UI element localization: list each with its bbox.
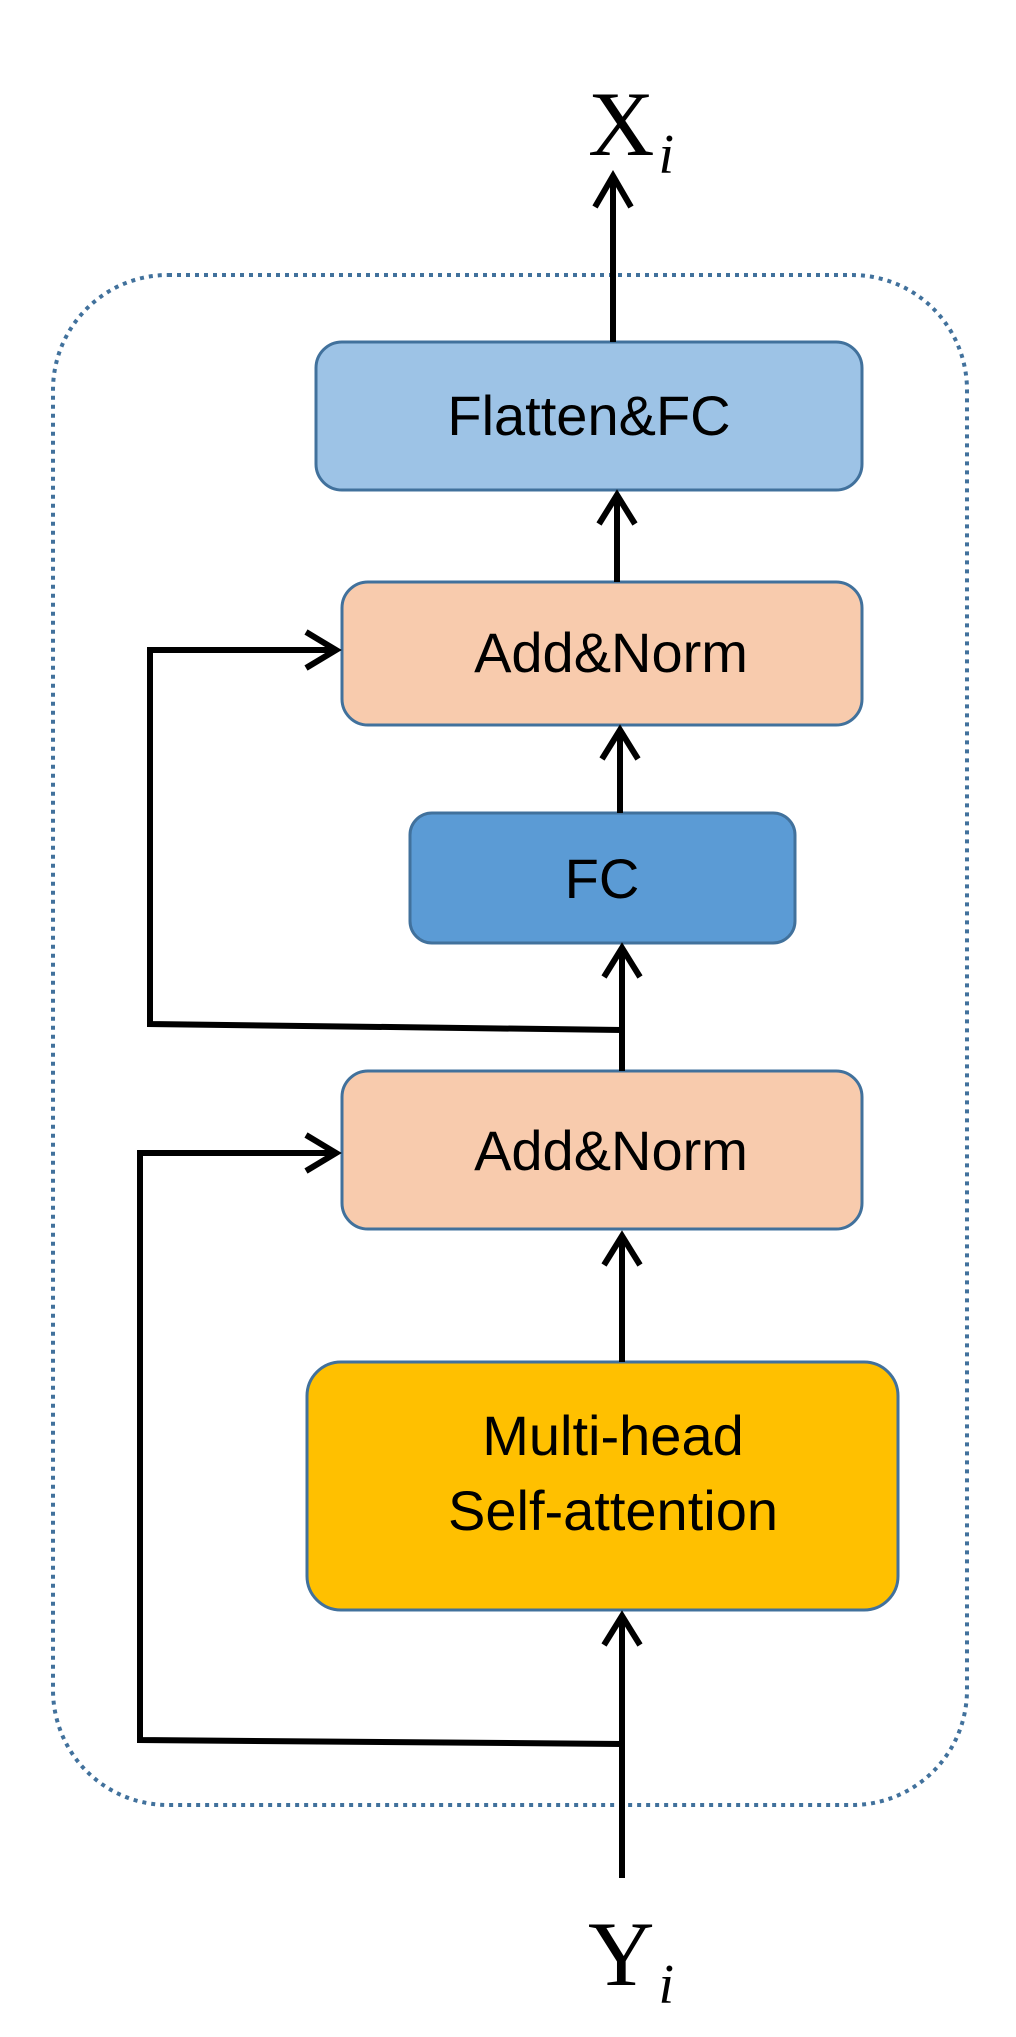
- residual-connection-bottom: [137, 1150, 623, 1747]
- arrowhead-addnorm-bottom-input: [601, 1230, 643, 1267]
- arrowhead-residual-top: [304, 629, 342, 671]
- encoder-container: [51, 273, 969, 1807]
- arrowhead-residual-bottom: [304, 1132, 342, 1174]
- output-label: Xi: [588, 73, 674, 186]
- fc-block: FC: [408, 811, 797, 945]
- input-label: Yi: [588, 1903, 674, 2016]
- attention-label-line2: Self-attention: [448, 1479, 778, 1542]
- add-norm-bottom-label: Add&Norm: [474, 1119, 748, 1182]
- arrowhead-fc-input: [601, 942, 643, 979]
- arrowhead-addnorm-top-input: [599, 724, 641, 761]
- multi-head-self-attention-block: Multi-head Self-attention: [305, 1360, 900, 1612]
- arrowhead-attention-input: [601, 1610, 643, 1647]
- arrowhead-flatten-input: [596, 489, 638, 526]
- flatten-fc-block: Flatten&FC: [314, 340, 864, 492]
- arrowhead-output: [592, 170, 634, 209]
- add-norm-top-label: Add&Norm: [474, 621, 748, 684]
- attention-label-line1: Multi-head: [482, 1404, 743, 1467]
- add-norm-top-block: Add&Norm: [340, 580, 864, 727]
- fc-label: FC: [565, 847, 640, 910]
- flatten-fc-label: Flatten&FC: [447, 384, 730, 447]
- residual-connection-top: [147, 647, 623, 1033]
- add-norm-bottom-block: Add&Norm: [340, 1069, 864, 1231]
